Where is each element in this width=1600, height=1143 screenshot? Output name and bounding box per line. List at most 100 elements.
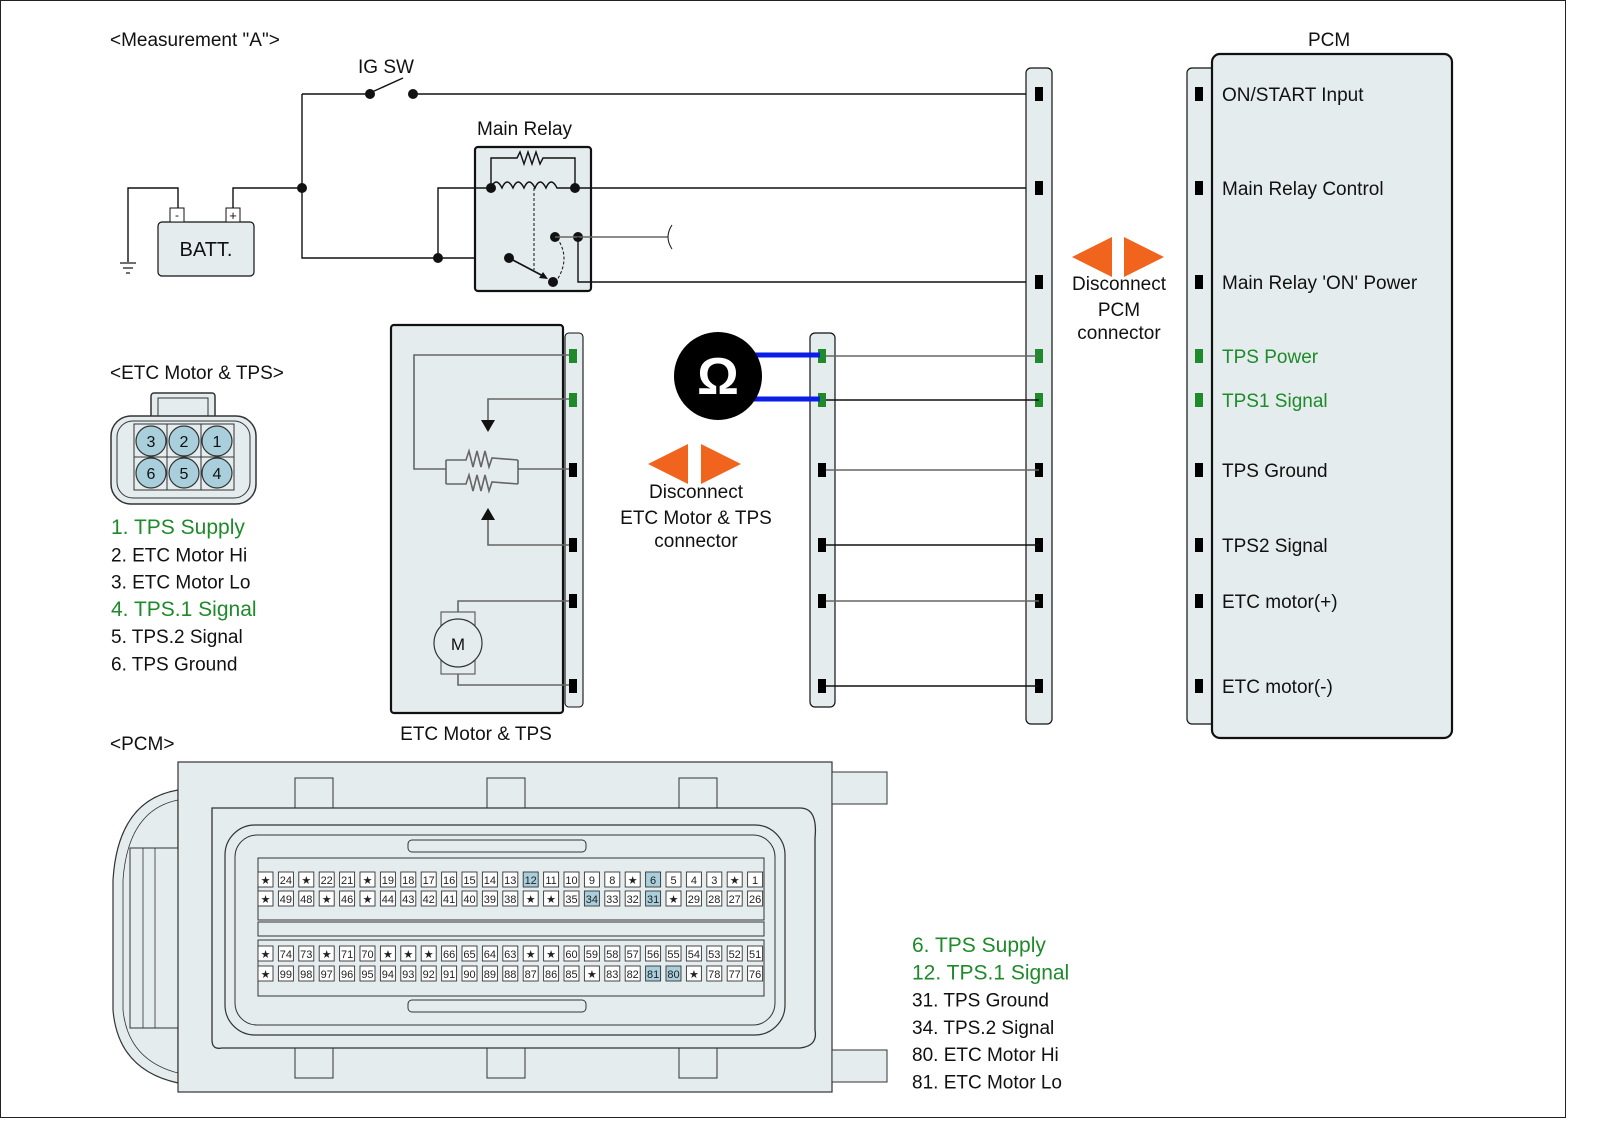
etc-component-pin — [569, 594, 577, 608]
disconnect-pcm-line3: connector — [1077, 323, 1161, 344]
etc-connector-pin: 5 — [168, 457, 200, 489]
etc-harness-pin — [818, 679, 826, 693]
svg-text:48: 48 — [300, 894, 312, 906]
ohmmeter[interactable]: Ω — [674, 332, 820, 420]
pcm-pin-label: TPS Ground — [1222, 461, 1328, 482]
pcm-pin: 76 — [747, 965, 764, 982]
pcm-pin: 96 — [339, 965, 356, 982]
pcm-pin-empty: ★ — [420, 945, 437, 962]
svg-text:★: ★ — [261, 875, 271, 887]
etc-legend-item: 5. TPS.2 Signal — [111, 627, 243, 648]
pcm-pin: 65 — [461, 945, 478, 962]
pcm-pin: 60 — [563, 945, 580, 962]
pcm-pin: 88 — [502, 965, 519, 982]
svg-text:41: 41 — [443, 894, 455, 906]
pcm-pin: 57 — [624, 945, 641, 962]
svg-text:★: ★ — [689, 969, 699, 981]
pcm-pin: 22 — [318, 871, 335, 888]
svg-text:★: ★ — [261, 894, 271, 906]
svg-text:70: 70 — [361, 949, 373, 961]
svg-text:6: 6 — [147, 466, 156, 483]
pcm-pin-empty: ★ — [257, 890, 274, 907]
svg-text:11: 11 — [545, 875, 556, 887]
pcm-pin: 73 — [298, 945, 315, 962]
svg-text:★: ★ — [546, 949, 556, 961]
pcm-pin: 10 — [563, 871, 580, 888]
pcm-pin: 15 — [461, 871, 478, 888]
svg-text:73: 73 — [300, 949, 312, 961]
pcm-pin: 13 — [502, 871, 519, 888]
pcm-pin: 41 — [441, 890, 458, 907]
pcm-pin: 11 — [543, 871, 560, 888]
svg-text:96: 96 — [341, 969, 353, 981]
pcm-pin-empty: ★ — [257, 945, 274, 962]
pcm-pin: 9 — [583, 871, 600, 888]
svg-text:98: 98 — [300, 969, 312, 981]
svg-text:46: 46 — [341, 894, 353, 906]
pcm-pin: 66 — [441, 945, 458, 962]
svg-text:28: 28 — [708, 894, 720, 906]
pcm-pin: 48 — [298, 890, 315, 907]
svg-text:21: 21 — [341, 875, 353, 887]
pcm-pin-empty: ★ — [359, 890, 376, 907]
etc-component-pin — [569, 463, 577, 477]
ohmmeter-body — [674, 332, 762, 420]
svg-text:54: 54 — [688, 949, 700, 961]
etc-harness-connector[interactable] — [809, 332, 836, 708]
pcm-pin — [1195, 275, 1203, 289]
svg-text:95: 95 — [361, 969, 373, 981]
svg-text:13: 13 — [504, 875, 516, 887]
svg-text:87: 87 — [525, 969, 537, 981]
svg-text:85: 85 — [565, 969, 577, 981]
pcm-pin: 14 — [481, 871, 498, 888]
pcm-pin: 8 — [604, 871, 621, 888]
etc-component-pin — [569, 538, 577, 552]
svg-text:9: 9 — [589, 875, 595, 887]
svg-text:★: ★ — [669, 894, 679, 906]
svg-text:14: 14 — [484, 875, 496, 887]
pcm-pin — [1195, 181, 1203, 195]
pcm-pin: 78 — [706, 965, 723, 982]
etc-connector-pin: 2 — [168, 425, 200, 457]
pcm-pin: 1 — [747, 871, 764, 888]
svg-text:10: 10 — [565, 875, 577, 887]
svg-text:22: 22 — [321, 875, 333, 887]
pcm-pin-label: TPS2 Signal — [1222, 536, 1328, 557]
pcm-pin: 89 — [481, 965, 498, 982]
svg-text:63: 63 — [504, 949, 516, 961]
svg-text:26: 26 — [749, 894, 761, 906]
pcm-pin: 46 — [339, 890, 356, 907]
pcm-pin: 24 — [277, 871, 294, 888]
pcm-pin: 32 — [624, 890, 641, 907]
svg-text:★: ★ — [730, 875, 740, 887]
etc-connector-title: <ETC Motor & TPS> — [110, 363, 284, 384]
svg-text:97: 97 — [321, 969, 333, 981]
svg-text:1: 1 — [752, 875, 758, 887]
pcm-title: PCM — [1308, 30, 1350, 51]
etc-component-pin — [569, 393, 577, 407]
ignition-switch — [302, 77, 1040, 99]
harness-pin — [1035, 275, 1043, 289]
svg-text:81: 81 — [647, 969, 659, 981]
pcm-connector-face — [112, 761, 888, 1093]
pcm-legend-item: 6. TPS Supply — [912, 934, 1046, 957]
svg-text:32: 32 — [627, 894, 639, 906]
pcm-pin-empty: ★ — [665, 890, 682, 907]
pcm-pin — [1195, 594, 1203, 608]
pcm-pin-label: TPS1 Signal — [1222, 391, 1328, 412]
etc-motor-tps-component: M — [389, 323, 584, 715]
pcm-pin: 27 — [726, 890, 743, 907]
pcm-pin: 71 — [339, 945, 356, 962]
ig-switch-label: IG SW — [358, 57, 414, 78]
pcm-pin-empty: ★ — [400, 945, 417, 962]
svg-text:59: 59 — [586, 949, 598, 961]
svg-text:53: 53 — [708, 949, 720, 961]
svg-text:99: 99 — [280, 969, 292, 981]
pcm-pin: 95 — [359, 965, 376, 982]
svg-text:88: 88 — [504, 969, 516, 981]
svg-text:71: 71 — [341, 949, 353, 961]
harness-pin — [1035, 87, 1043, 101]
pcm-pin: 53 — [706, 945, 723, 962]
svg-text:★: ★ — [322, 949, 332, 961]
pcm-pin: 91 — [441, 965, 458, 982]
